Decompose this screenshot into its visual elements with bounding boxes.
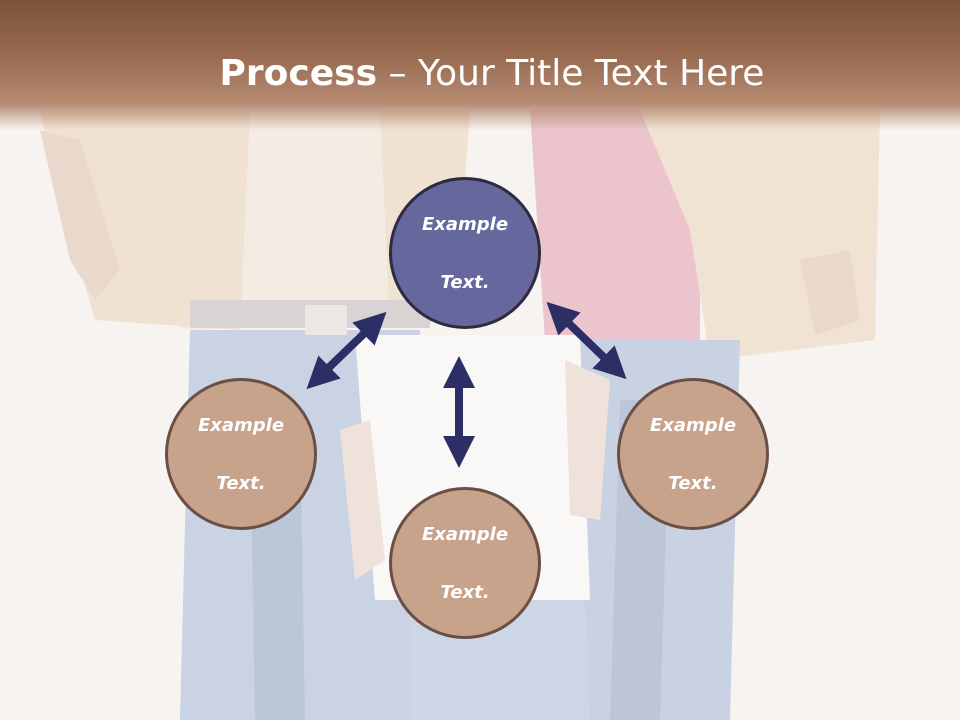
title-banner (0, 0, 960, 130)
circle-bottom-line1: Example (421, 523, 509, 545)
slide-title: Process – Your Title Text Here (0, 52, 960, 96)
double-arrow-left-icon (306, 311, 387, 390)
double-arrow-right-icon (546, 301, 627, 380)
circle-top-line2: Text. (440, 271, 490, 293)
circle-left-line2: Text. (216, 472, 266, 494)
title-bold-text: Process (219, 53, 378, 94)
circle-right-line2: Text. (668, 472, 718, 494)
circle-left-line1: Example (197, 414, 285, 436)
circle-top-line1: Example (421, 213, 509, 235)
circle-right-line1: Example (649, 414, 737, 436)
title-separator: – (377, 53, 418, 94)
title-rest-text: Your Title Text Here (417, 53, 765, 94)
circle-bottom-line2: Text. (440, 581, 490, 603)
